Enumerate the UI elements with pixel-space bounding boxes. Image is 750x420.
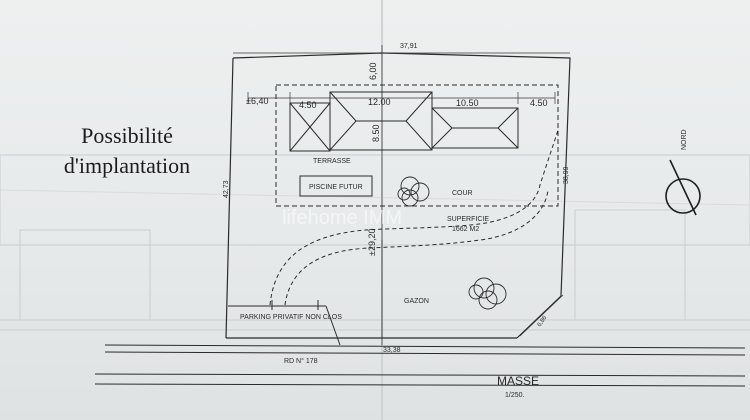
lawn-label: GAZON <box>404 298 429 305</box>
tree-symbols <box>397 176 507 310</box>
dim-house-depth: 8.50 <box>371 124 381 142</box>
dim-right-side: 38,99 <box>563 166 570 184</box>
buildable-zone <box>275 84 559 207</box>
house-footprint <box>289 91 519 152</box>
overlay-caption-line1: Possibilité <box>81 123 173 148</box>
sheet-scale: 1/250. <box>505 392 525 399</box>
pool-outline <box>299 175 373 197</box>
overlay-caption-line2: d'implantation <box>63 153 191 178</box>
area-label: SUPERFICIE <box>447 216 489 223</box>
dim-left-offset: ±6,40 <box>246 96 268 106</box>
dim-seg-right: 10.50 <box>456 98 479 108</box>
dim-seg-left: 4.50 <box>299 100 317 110</box>
area-value: 1662 M2 <box>452 226 479 233</box>
pool-label: PISCINE FUTUR <box>309 184 363 191</box>
dim-bottom-right: 6,86 <box>537 315 549 329</box>
driveway-path <box>269 129 559 306</box>
sheet-title: MASSE <box>497 374 539 388</box>
parking-label: PARKING PRIVATIF NON CLOS <box>240 314 342 321</box>
dim-seg-right-margin: 4.50 <box>530 98 548 108</box>
north-arrow-icon <box>665 159 701 216</box>
overlay-caption: Possibilité d'implantation <box>22 121 232 181</box>
terrace-label: TERRASSE <box>313 158 351 165</box>
north-label: NORD <box>681 129 688 150</box>
dim-top-width: 37,91 <box>400 43 418 50</box>
court-label: COUR <box>452 190 473 197</box>
watermark: lifehome IMM <box>282 207 402 229</box>
parking-area <box>228 300 341 346</box>
paper-crease <box>0 189 750 206</box>
property-boundary <box>225 52 571 339</box>
dim-house-width: 12.00 <box>368 97 391 107</box>
dim-bottom-width: 33,38 <box>383 347 401 354</box>
dim-setback-top: 6,00 <box>368 62 378 80</box>
dimension-lines <box>233 45 570 345</box>
road <box>94 344 746 387</box>
dim-left-side: 42,73 <box>223 180 230 198</box>
ghost-floorplan <box>0 154 750 331</box>
dim-driveway: ±29,20 <box>367 229 377 256</box>
road-label: RD N° 178 <box>284 357 318 365</box>
